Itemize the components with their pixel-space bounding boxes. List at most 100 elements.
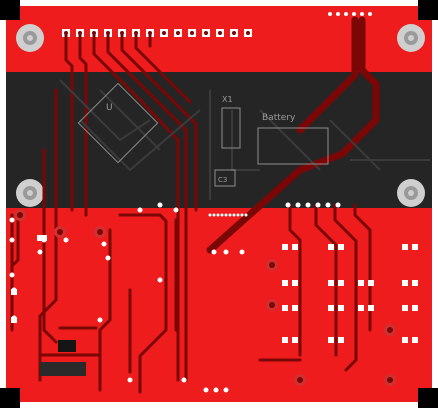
trace: [64, 31, 74, 212]
through-hole-center: [387, 327, 393, 333]
component-block: [40, 362, 86, 376]
through-hole-center: [269, 302, 275, 308]
smd-pad: [282, 280, 288, 286]
via: [223, 249, 229, 255]
via: [173, 207, 179, 213]
trace-group: [10, 16, 380, 394]
via: [335, 202, 341, 208]
via: [181, 377, 187, 383]
smd-pad: [368, 280, 374, 286]
inner-trace-group: [59, 79, 430, 200]
smd-pad: [402, 337, 408, 343]
via: [9, 217, 15, 223]
smd-pad: [338, 280, 344, 286]
smd-pad: [282, 337, 288, 343]
crystal-outline: [221, 107, 241, 149]
component-block: [58, 340, 76, 352]
smd-pad: [292, 244, 298, 250]
via: [211, 249, 217, 255]
trace: [314, 203, 338, 357]
smd-pad: [11, 317, 17, 323]
label-x-ref: X1: [222, 95, 233, 104]
via: [325, 202, 331, 208]
via: [328, 12, 332, 16]
via: [224, 213, 228, 217]
through-hole-center: [297, 377, 303, 383]
trace: [106, 31, 188, 382]
smd-pad: [292, 305, 298, 311]
via: [105, 255, 111, 261]
header-pin-hole: [218, 31, 222, 35]
header-pin-hole: [190, 31, 194, 35]
smd-pad: [41, 235, 47, 241]
mounting-hole-top-left: [16, 24, 44, 52]
trace: [118, 213, 168, 394]
via: [232, 213, 236, 217]
mounting-hole-mid-left: [16, 179, 44, 207]
mounting-hole-mid-right: [397, 179, 425, 207]
smd-pad: [402, 244, 408, 250]
smd-pad: [358, 305, 364, 311]
via: [127, 377, 133, 383]
smd-pad: [368, 305, 374, 311]
via: [9, 272, 15, 278]
via: [97, 317, 103, 323]
via: [295, 202, 301, 208]
via: [315, 202, 321, 208]
header-pin-hole: [232, 31, 236, 35]
battery-outline: [257, 127, 329, 165]
via: [244, 213, 248, 217]
label-u-ref: U: [106, 103, 113, 113]
via: [213, 387, 219, 393]
smd-pad: [338, 337, 344, 343]
header-pin-hole: [176, 31, 180, 35]
via: [368, 12, 372, 16]
via: [336, 12, 340, 16]
smd-pad: [292, 280, 298, 286]
header-pin-hole: [204, 31, 208, 35]
via: [9, 237, 15, 243]
mounting-hole-top-right: [397, 24, 425, 52]
trace: [10, 213, 20, 332]
via: [305, 202, 311, 208]
trace: [92, 31, 180, 382]
pad-group: [9, 12, 418, 393]
via: [228, 213, 232, 217]
via: [236, 213, 240, 217]
via: [239, 249, 245, 255]
via: [63, 237, 69, 243]
inner-dark-band: [6, 72, 432, 208]
trace-wide: [206, 16, 380, 254]
via: [137, 207, 143, 213]
via: [101, 241, 107, 247]
smd-pad: [412, 280, 418, 286]
smd-pad: [292, 337, 298, 343]
smd-pad: [282, 244, 288, 250]
via: [212, 213, 216, 217]
smd-pad: [402, 280, 408, 286]
via: [285, 202, 291, 208]
trace: [288, 203, 302, 357]
smd-pad: [358, 280, 364, 286]
via: [157, 277, 163, 283]
corner-pad-bottom-right: [418, 388, 438, 408]
smd-pad: [402, 305, 408, 311]
through-hole-center: [97, 229, 103, 235]
smd-pad: [412, 305, 418, 311]
smd-pad: [282, 305, 288, 311]
corner-pad-top-right: [418, 0, 438, 20]
through-hole-center: [17, 212, 23, 218]
label-c-ref: C3: [218, 176, 227, 184]
label-battery: Battery: [262, 113, 296, 123]
corner-pad-top-left: [0, 0, 20, 20]
via: [360, 12, 364, 16]
via: [203, 387, 209, 393]
smd-pad: [37, 235, 43, 241]
via: [157, 202, 163, 208]
header-pin-hole: [162, 31, 166, 35]
smd-pad: [11, 289, 17, 295]
ic-outline-u: [77, 82, 159, 164]
through-hole-center: [57, 229, 63, 235]
